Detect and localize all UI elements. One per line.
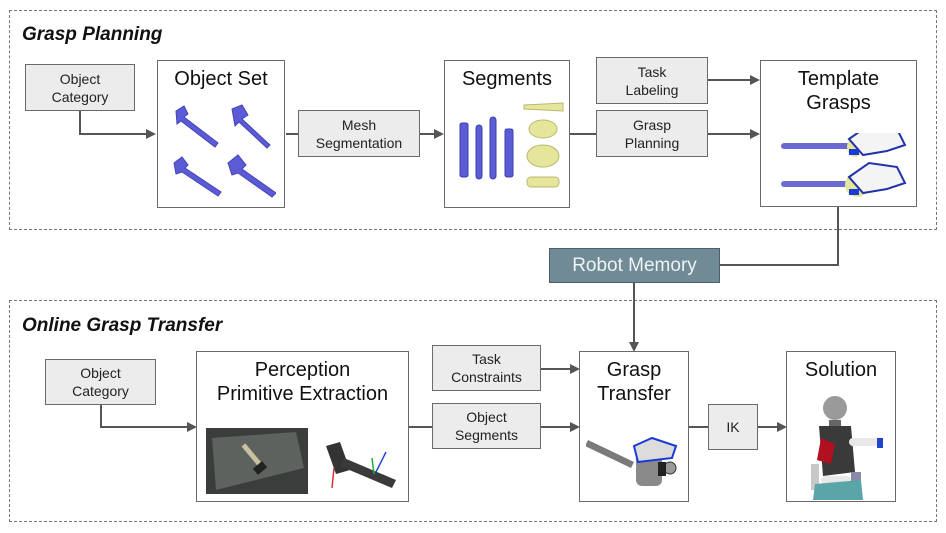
- task-labeling-label: Task Labeling: [625, 63, 679, 98]
- arrow-category-to-objectset: [79, 110, 156, 139]
- hammer-meshes-image: [173, 104, 276, 198]
- ik-box: IK: [708, 404, 758, 450]
- object-category-box: Object Category: [25, 64, 135, 111]
- grasp-planning-box: Grasp Planning: [596, 110, 708, 157]
- object-set-box: Object Set: [157, 60, 285, 208]
- perception-image: [206, 428, 396, 494]
- task-constraints-label: Task Constraints: [451, 351, 522, 385]
- online-object-category-box: Object Category: [45, 359, 156, 405]
- mesh-segmentation-box: Mesh Segmentation: [298, 110, 420, 157]
- grasp-transfer-label: Grasp Transfer: [597, 359, 671, 405]
- segments-image: [459, 102, 564, 188]
- solution-box: Solution: [786, 351, 896, 502]
- template-grasps-box: Template Grasps: [760, 60, 917, 207]
- solution-label: Solution: [804, 359, 878, 381]
- perception-box: Perception Primitive Extraction: [196, 351, 409, 502]
- task-labeling-box: Task Labeling: [596, 57, 708, 104]
- object-segments-label: Object Segments: [454, 409, 519, 443]
- grasp-transfer-box: Grasp Transfer: [579, 351, 689, 502]
- task-constraints-box: Task Constraints: [432, 345, 541, 391]
- object-category-label: Object Category: [51, 70, 109, 105]
- grasp-planning-label: Grasp Planning: [624, 116, 680, 151]
- solution-robot-image: [811, 396, 883, 500]
- ik-label: IK: [726, 419, 740, 435]
- object-set-label: Object Set: [174, 68, 268, 90]
- template-grasps-image: [781, 133, 907, 197]
- robot-memory-box: Robot Memory: [549, 248, 720, 283]
- online-transfer-section: [9, 300, 937, 522]
- segments-label: Segments: [461, 68, 553, 90]
- grasp-transfer-image: [586, 436, 678, 486]
- online-transfer-title: Online Grasp Transfer: [22, 315, 223, 336]
- perception-label: Perception Primitive Extraction: [216, 359, 389, 405]
- grasp-planning-section: [9, 10, 937, 230]
- online-object-category-label: Object Category: [72, 365, 129, 399]
- segments-box: Segments: [444, 60, 570, 208]
- grasp-planning-title: Grasp Planning: [22, 24, 163, 45]
- robot-memory-label: Robot Memory: [572, 254, 697, 276]
- mesh-segmentation-label: Mesh Segmentation: [315, 116, 403, 151]
- object-segments-box: Object Segments: [432, 403, 541, 449]
- template-grasps-label: Template Grasps: [797, 68, 880, 114]
- arrow-category-to-perception: [100, 404, 197, 432]
- line-template-to-memory: [720, 206, 839, 266]
